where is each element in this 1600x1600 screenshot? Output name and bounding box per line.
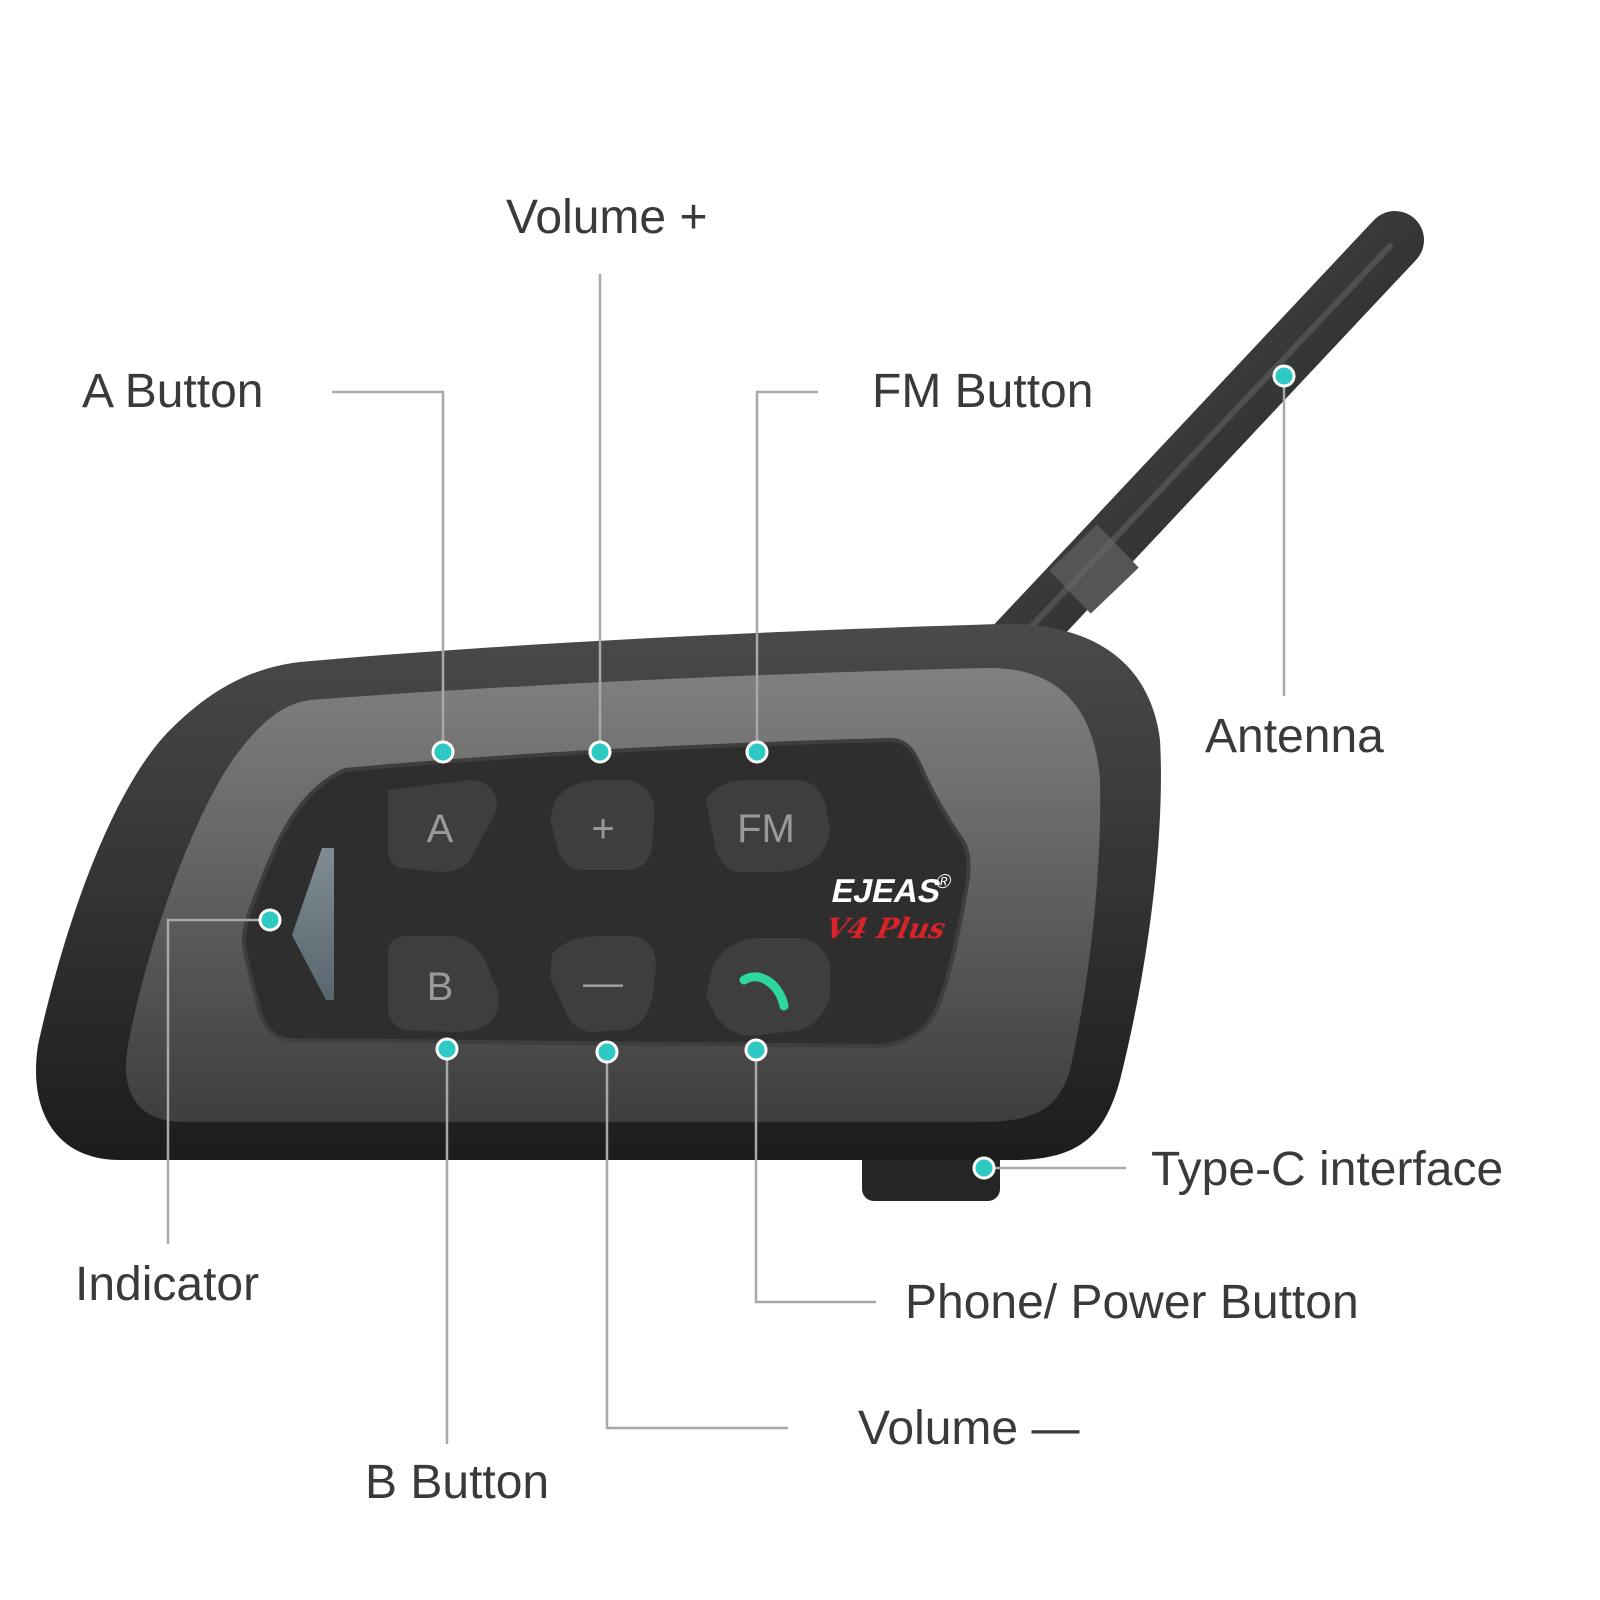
leader-indicator	[166, 918, 270, 1244]
leader-phone-power	[754, 1050, 876, 1304]
brand-name: EJEAS	[828, 873, 944, 910]
label-volume-minus: Volume —	[858, 1402, 1079, 1455]
b-key[interactable]: B	[388, 936, 500, 1032]
leader-lines	[166, 274, 1286, 1444]
a-key-glyph: A	[427, 807, 454, 851]
phone-power-key[interactable]	[706, 938, 830, 1036]
brand-registered-mark: ®	[934, 871, 953, 893]
volume-plus-glyph: +	[591, 807, 614, 851]
leader-volume-minus	[605, 1052, 788, 1430]
leader-a-button	[332, 390, 445, 752]
label-phone-power: Phone/ Power Button	[905, 1276, 1359, 1329]
leader-fm-button	[755, 390, 818, 752]
callout-labels: Volume + A Button FM Button Antenna Indi…	[75, 191, 1503, 1509]
volume-minus-glyph: —	[583, 961, 623, 1005]
callout-dots	[258, 364, 1296, 1180]
dot-b-button	[435, 1037, 459, 1061]
label-antenna: Antenna	[1205, 710, 1384, 763]
fm-key[interactable]: FM	[706, 780, 830, 872]
label-indicator: Indicator	[75, 1258, 259, 1311]
fm-key-glyph: FM	[737, 807, 795, 851]
antenna	[981, 211, 1424, 679]
b-key-glyph: B	[427, 965, 454, 1009]
label-volume-plus: Volume +	[506, 191, 707, 244]
label-fm-button: FM Button	[872, 365, 1093, 418]
dot-volume-plus	[588, 740, 612, 764]
dot-a-button	[431, 740, 455, 764]
indicator-led	[292, 848, 334, 1000]
dot-phone-power	[744, 1038, 768, 1062]
dot-volume-minus	[595, 1040, 619, 1064]
dot-fm-button	[745, 740, 769, 764]
dot-antenna	[1272, 364, 1296, 388]
a-key[interactable]: A	[388, 780, 497, 872]
volume-plus-key[interactable]: +	[550, 780, 655, 870]
dot-indicator	[258, 908, 282, 932]
phone-handset-icon	[739, 972, 789, 1011]
volume-minus-key[interactable]: —	[550, 936, 656, 1032]
label-a-button: A Button	[82, 365, 263, 418]
label-type-c: Type-C interface	[1151, 1143, 1503, 1196]
brand-logo: EJEAS ® V4 Plus	[823, 871, 954, 945]
brand-model: V4 Plus	[823, 911, 949, 945]
label-b-button: B Button	[365, 1456, 549, 1509]
dot-type-c	[972, 1156, 996, 1180]
